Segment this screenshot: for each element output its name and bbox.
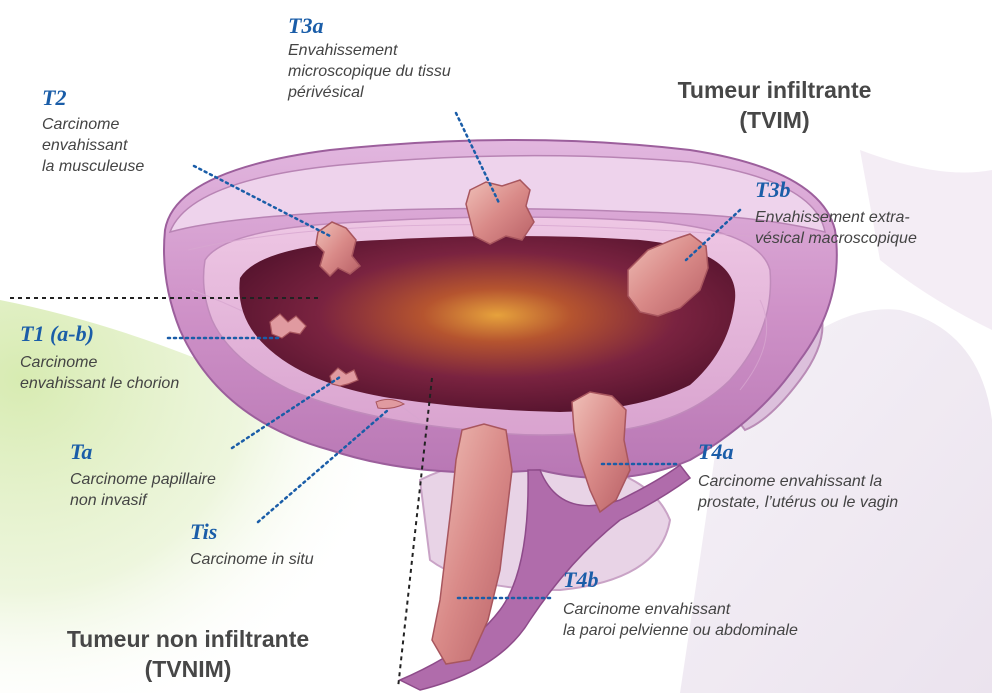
stage-label-t1: T1 (a-b)	[20, 322, 94, 346]
stage-label-t4b: T4b	[563, 568, 598, 592]
stage-description-t2: Carcinome envahissant la musculeuse	[42, 114, 144, 177]
stage-label-tis: Tis	[190, 520, 217, 544]
stage-description-ta: Carcinome papillaire non invasif	[70, 469, 216, 511]
zone-title-non-infiltrating: Tumeur non infiltrante (TVNIM)	[28, 624, 348, 684]
stage-label-ta: Ta	[70, 440, 92, 464]
stage-description-t4b: Carcinome envahissant la paroi pelvienne…	[563, 599, 798, 641]
stage-description-t3a: Envahissement microscopique du tissu pér…	[288, 40, 451, 103]
zone-title-infiltrating: Tumeur infiltrante (TVIM)	[652, 75, 897, 135]
stage-description-t1: Carcinome envahissant le chorion	[20, 352, 179, 394]
stage-label-t2: T2	[42, 86, 66, 110]
stage-description-tis: Carcinome in situ	[190, 549, 314, 570]
stage-label-t3a: T3a	[288, 14, 323, 38]
stage-label-t4a: T4a	[698, 440, 733, 464]
stage-label-t3b: T3b	[755, 178, 790, 202]
stage-description-t4a: Carcinome envahissant la prostate, l’uté…	[698, 471, 898, 513]
stage-description-t3b: Envahissement extra- vésical macroscopiq…	[755, 207, 917, 249]
tumor-t3a	[466, 180, 534, 244]
